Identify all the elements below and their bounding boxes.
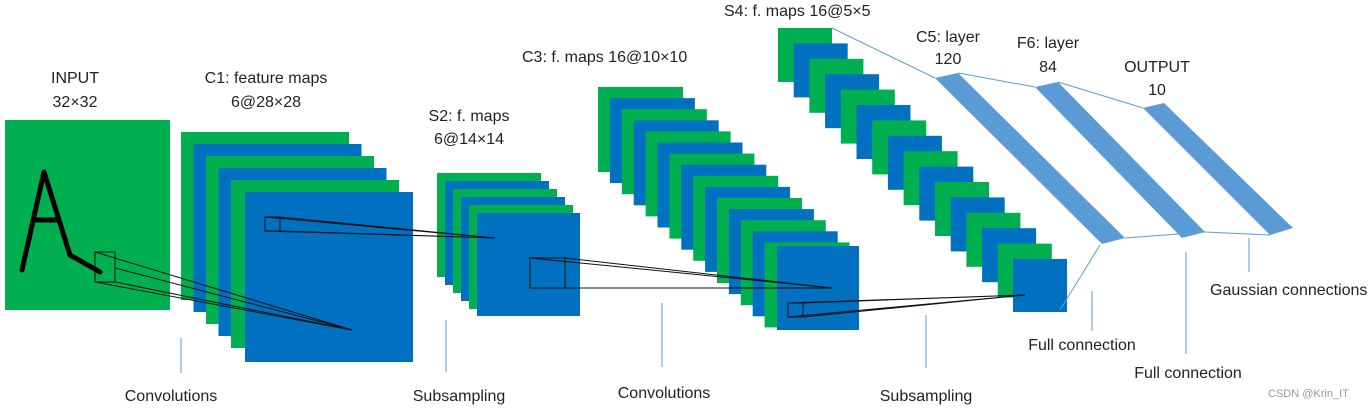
f6-to-output-connector [1057,81,1271,236]
s2-label-line1: S2: f. maps [428,108,510,125]
s4-feature-maps-stack [778,28,1067,312]
s2-feature-map-6 [477,213,580,316]
input-label-line2: 32×32 [52,94,98,111]
fully-connected-layers [831,27,1293,311]
op-convolutions-2: Convolutions [617,385,711,402]
output-layer-bar [1143,103,1293,235]
c5-label-line1: C5: layer [915,29,981,46]
c1-label-line1: C1: feature maps [204,70,328,87]
op-full-connection-2: Full connection [1134,365,1242,382]
s4-feature-map-16 [1013,259,1067,312]
f6-label-line1: F6: layer [1016,35,1080,52]
op-full-connection-1: Full connection [1028,337,1136,354]
output-label-line1: OUTPUT [1124,59,1190,76]
c5-label-line2: 120 [934,51,962,68]
projection-c1-to-s2 [264,216,496,239]
c3-feature-maps-stack [598,87,859,330]
projection-lines [94,216,1026,331]
projection-c3-to-s4 [787,294,1026,318]
operation-guide-lines [180,238,1250,373]
watermark: CSDN @Krin_IT [1268,388,1349,400]
s2-label-line2: 6@14×14 [433,131,505,148]
op-convolutions-1: Convolutions [124,388,218,405]
projection-s2-to-c3 [529,257,833,289]
s4-to-c5-connector [831,27,1101,311]
f6-label-line2: 84 [1039,59,1057,76]
s4-label: S4: f. maps 16@5×5 [724,3,871,20]
op-gaussian-connections: Gaussian connections [1210,283,1368,299]
c1-feature-map-6 [245,192,413,362]
projection-input-to-c1 [94,251,353,331]
c1-label-line2: 6@28×28 [230,94,302,111]
c3-label: C3: f. maps 16@10×10 [522,49,688,66]
c1-feature-maps-stack [181,132,413,362]
c5-layer-bar [935,73,1125,244]
input-label-line1: INPUT [51,70,99,87]
s2-feature-maps-stack [437,173,580,316]
output-label-line2: 10 [1148,82,1166,99]
f6-layer-bar [1035,82,1205,238]
input-receptive-field [94,251,116,283]
input-square [5,120,170,310]
input-layer [5,120,170,310]
op-subsampling-1: Subsampling [412,388,506,405]
op-subsampling-2: Subsampling [879,388,973,405]
